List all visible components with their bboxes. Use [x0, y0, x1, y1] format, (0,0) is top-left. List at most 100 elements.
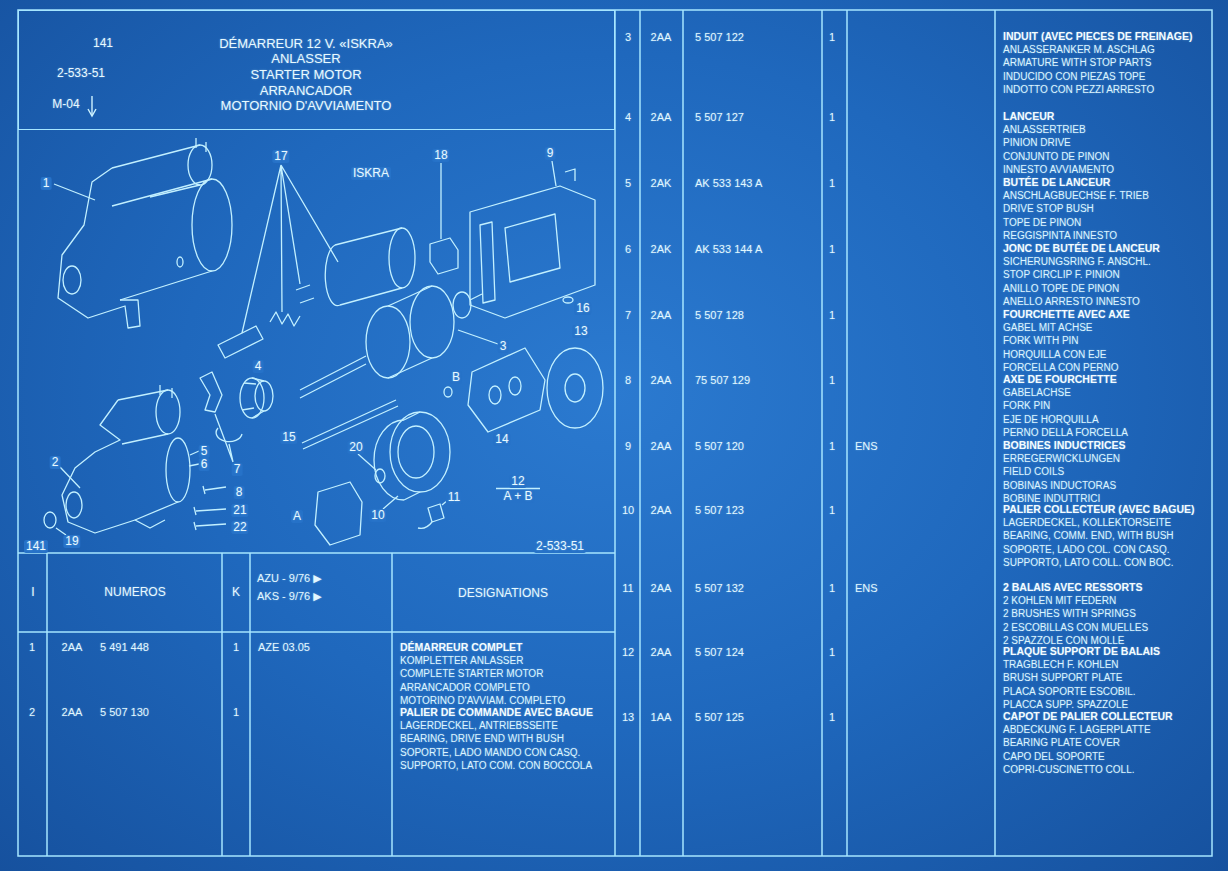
label-slot: 141	[24, 540, 48, 553]
label-slot: 5	[199, 445, 210, 458]
callout-number: 141	[24, 540, 48, 553]
label-slot: AZU - 9/76 ▶	[257, 572, 322, 585]
label-slot: 5 507 123	[695, 504, 744, 517]
label-slot: 6	[625, 243, 631, 256]
callout-number: 12	[509, 475, 526, 488]
table-cell: 5 491 448	[100, 641, 149, 654]
callout-number: 14	[493, 433, 510, 446]
table-cell: 3	[625, 31, 631, 44]
table-cell: AKS - 9/76 ▶	[257, 590, 322, 603]
label-slot: 18	[432, 149, 449, 162]
designation-heading: BUTÉE DE LANCEUR	[1003, 176, 1207, 189]
label-slot: 16	[574, 302, 591, 315]
designation-text: LAGERDECKEL, ANTRIEBSSEITE	[400, 719, 610, 732]
table-cell: 5 507 123	[695, 504, 744, 517]
label-slot: 4	[625, 111, 631, 124]
designation-text: STOP CIRCLIP F. PINION	[1003, 268, 1207, 281]
designation-text: INDUCIDO CON PIEZAS TOPE	[1003, 70, 1207, 83]
callout-number: 22	[231, 521, 248, 534]
column-header: K	[232, 586, 240, 599]
designation-heading: PALIER DE COMMANDE AVEC BAGUE	[400, 706, 610, 719]
header-text: 141	[93, 36, 113, 51]
label-slot: 5 507 124	[695, 646, 744, 659]
label-slot: NUMEROS	[104, 586, 165, 599]
designation-text: PLACA SOPORTE ESCOBIL.	[1003, 685, 1207, 698]
label-slot: A	[291, 510, 303, 523]
label-slot: 2AA	[651, 646, 672, 659]
table-cell: 2AK	[651, 177, 672, 190]
table-cell: 5 507 124	[695, 646, 744, 659]
callout-number: 3	[498, 340, 509, 353]
designation-text: KOMPLETTER ANLASSER	[400, 654, 610, 667]
table-cell: 1	[829, 711, 835, 724]
label-slot: 2AA	[62, 706, 83, 719]
designation-text: BEARING, DRIVE END WITH BUSH	[400, 732, 610, 745]
label-slot: 5 507 132	[695, 582, 744, 595]
designation-text: BEARING PLATE COVER	[1003, 736, 1207, 749]
label-slot: 5 507 120	[695, 440, 744, 453]
callout-number: A	[291, 510, 303, 523]
callout-number: 9	[545, 147, 556, 160]
designation-text: CONJUNTO DE PINON	[1003, 150, 1207, 163]
callout-number: 10	[369, 509, 386, 522]
label-slot: 3	[625, 31, 631, 44]
callout-number: 19	[63, 535, 80, 548]
header-text: DÉMARREUR 12 V. «ISKRA»	[219, 36, 393, 51]
callout-number: 1	[41, 177, 52, 190]
label-slot: 13	[622, 711, 634, 724]
label-slot: 1	[233, 706, 239, 719]
designation-text: BEARING, COMM. END, WITH BUSH	[1003, 529, 1207, 542]
label-slot: 2AA	[651, 440, 672, 453]
designation-heading: 2 BALAIS AVEC RESSORTS	[1003, 581, 1207, 594]
table-cell: 2AA	[62, 641, 83, 654]
table-cell: 1AA	[651, 711, 672, 724]
designation-text: ANSCHLAGBUECHSE F. TRIEB	[1003, 189, 1207, 202]
label-slot: 1AA	[651, 711, 672, 724]
table-cell: 1	[829, 243, 835, 256]
designation-text: MOTORINO D'AVVIAM. COMPLETO	[400, 694, 610, 707]
designation-heading: FOURCHETTE AVEC AXE	[1003, 308, 1207, 321]
label-slot: 1	[829, 374, 835, 387]
label-slot: 2AA	[651, 504, 672, 517]
callout-number: 17	[272, 150, 289, 163]
table-cell: 75 507 129	[695, 374, 750, 387]
designation-text: SUPPORTO, LATO COLL. CON BOC.	[1003, 556, 1207, 569]
designation-text: PERNO DELLA FORCELLA	[1003, 426, 1207, 439]
designation-text: REGGISPINTA INNESTO	[1003, 229, 1207, 242]
designation-text: FORK WITH PIN	[1003, 334, 1207, 347]
table-cell: AZU - 9/76 ▶	[257, 572, 322, 585]
designation-text: LAGERDECKEL, KOLLEKTORSEITE	[1003, 516, 1207, 529]
designation-text: INDOTTO CON PEZZI ARRESTO	[1003, 83, 1207, 96]
label-slot: 2AK	[651, 243, 672, 256]
label-slot: 9	[625, 440, 631, 453]
table-cell: 5 507 120	[695, 440, 744, 453]
label-slot: 1	[41, 177, 52, 190]
callout-number: 2-533-51	[534, 540, 586, 553]
designation-text: SOPORTE, LADO MANDO CON CASQ.	[400, 746, 610, 759]
designation-text: ABDECKUNG F. LAGERPLATTE	[1003, 723, 1207, 736]
header-text: STARTER MOTOR	[250, 67, 361, 82]
table-cell: 1	[829, 440, 835, 453]
label-slot: ISKRA	[351, 167, 391, 180]
callout-number: 16	[574, 302, 591, 315]
label-slot: 5 507 127	[695, 111, 744, 124]
table-cell: 1	[29, 641, 35, 654]
table-cell: 1	[829, 31, 835, 44]
table-cell: 12	[622, 646, 634, 659]
callout-number: 2	[50, 456, 61, 469]
label-slot: 2AA	[651, 31, 672, 44]
designation-cell: BUTÉE DE LANCEURANSCHLAGBUECHSE F. TRIEB…	[1003, 176, 1207, 242]
label-slot: 2AA	[651, 309, 672, 322]
table-cell: 1	[829, 177, 835, 190]
designation-cell: BOBINES INDUCTRICESERREGERWICKLUNGENFIEL…	[1003, 439, 1207, 505]
designation-text: BRUSH SUPPORT PLATE	[1003, 671, 1207, 684]
designation-heading: DÉMARREUR COMPLET	[400, 641, 610, 654]
table-cell: ENS	[855, 582, 878, 595]
designation-text: PLACCA SUPP. SPAZZOLE	[1003, 698, 1207, 711]
designation-cell: PLAQUE SUPPORT DE BALAISTRAGBLECH F. KOH…	[1003, 645, 1207, 711]
label-slot: 12	[509, 475, 526, 488]
table-cell: 4	[625, 111, 631, 124]
table-cell: AK 533 143 A	[695, 177, 762, 190]
label-slot: 2-533-51	[534, 540, 586, 553]
designation-heading: BOBINES INDUCTRICES	[1003, 439, 1207, 452]
